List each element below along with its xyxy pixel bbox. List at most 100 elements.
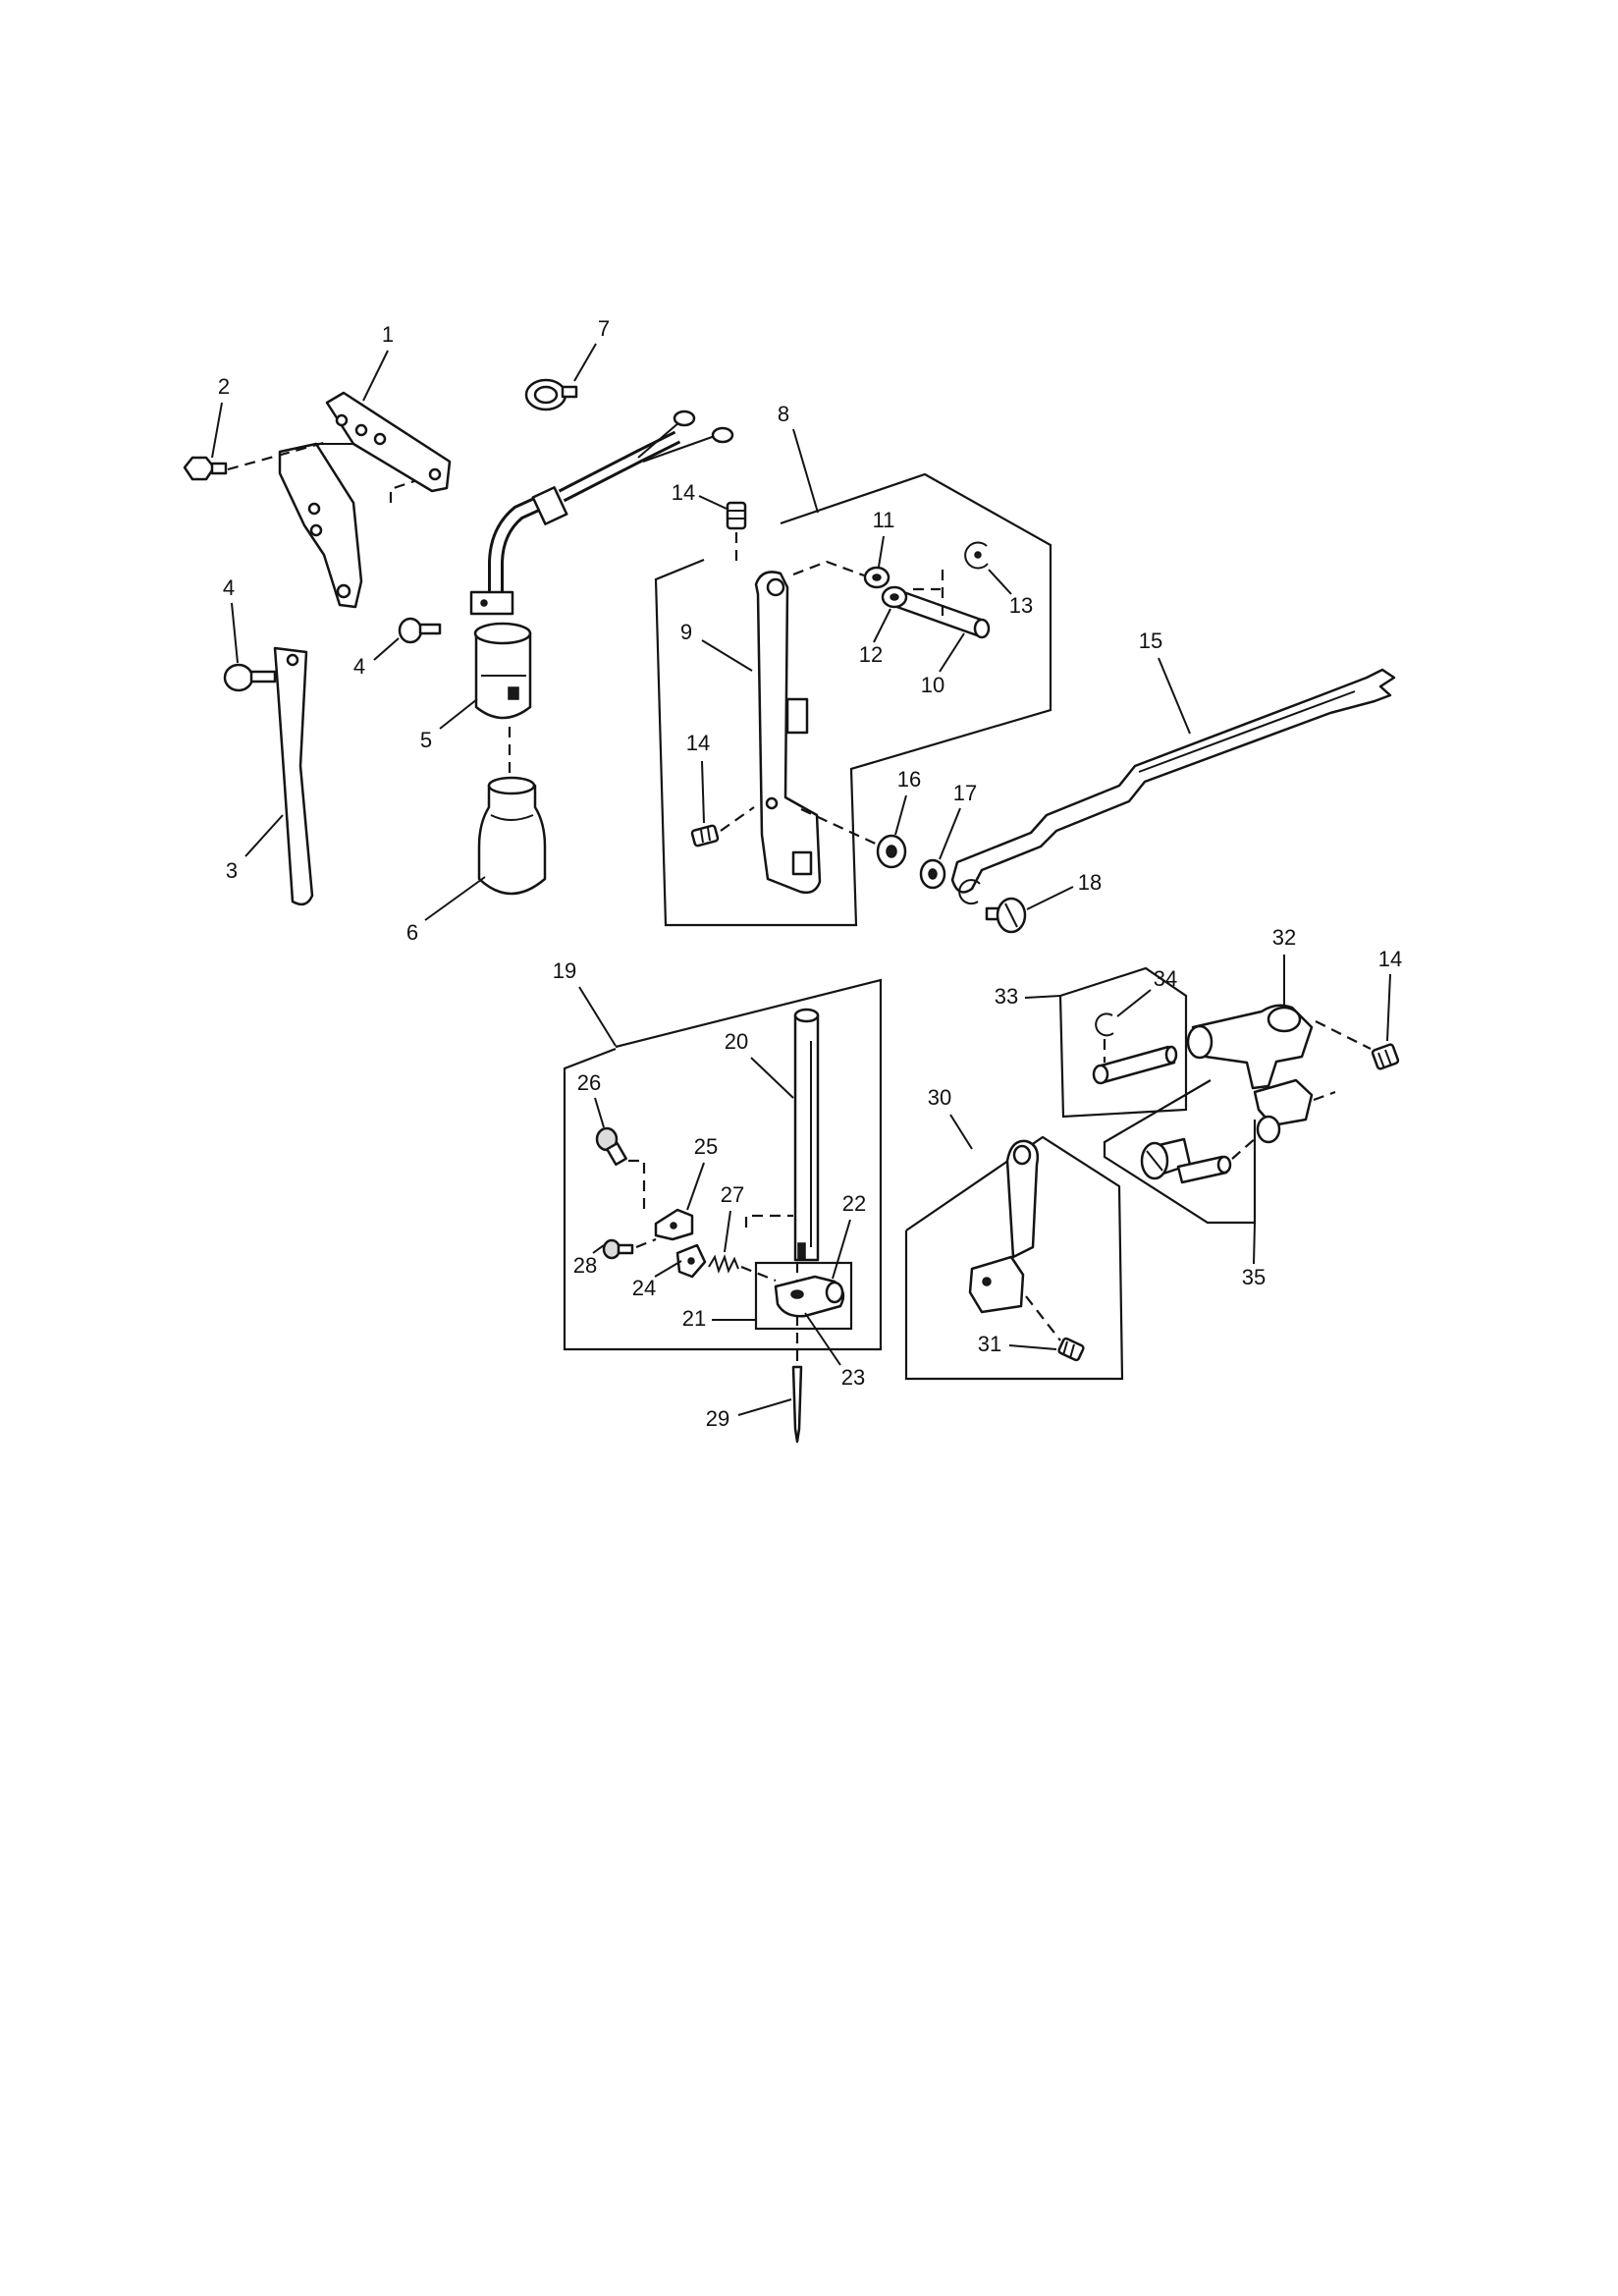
screw-26 bbox=[595, 1126, 646, 1210]
callout-number: 26 bbox=[577, 1070, 601, 1095]
callout-number: 27 bbox=[721, 1182, 744, 1207]
long-lever bbox=[950, 668, 1396, 894]
callout-23: 23 bbox=[804, 1312, 865, 1390]
callout-4-right: 4 bbox=[353, 637, 400, 679]
washer-17 bbox=[919, 858, 981, 905]
callout-number: 4 bbox=[223, 575, 235, 600]
assembly-frame-19 bbox=[563, 978, 883, 1351]
callout-number: 7 bbox=[598, 316, 610, 341]
callout-1: 1 bbox=[362, 322, 394, 402]
callout-7: 7 bbox=[573, 316, 610, 382]
callout-8: 8 bbox=[778, 402, 819, 514]
needle-clamp bbox=[774, 1275, 845, 1318]
washer-11 bbox=[863, 566, 890, 589]
callout-19: 19 bbox=[553, 958, 617, 1047]
pin-33 bbox=[1092, 1045, 1178, 1085]
thread-guide-24 bbox=[675, 1243, 707, 1279]
callout-number: 31 bbox=[978, 1332, 1001, 1356]
callout-27: 27 bbox=[721, 1182, 744, 1253]
set-screw-middle bbox=[690, 806, 755, 847]
callout-24: 24 bbox=[632, 1260, 682, 1300]
callout-number: 18 bbox=[1078, 870, 1102, 895]
set-screw-right bbox=[1371, 1043, 1400, 1070]
callout-number: 10 bbox=[921, 673, 944, 697]
callout-number: 32 bbox=[1272, 925, 1296, 950]
callout-number: 13 bbox=[1009, 593, 1033, 618]
callout-14-middle: 14 bbox=[686, 731, 710, 824]
guide-bar bbox=[754, 560, 883, 895]
callout-33: 33 bbox=[995, 984, 1061, 1009]
callout-26: 26 bbox=[577, 1070, 605, 1128]
callout-11: 11 bbox=[873, 508, 895, 568]
callout-14-top: 14 bbox=[672, 480, 728, 510]
callout-number: 2 bbox=[218, 374, 230, 399]
callout-17: 17 bbox=[939, 781, 977, 860]
callout-number: 14 bbox=[672, 480, 695, 505]
callout-6: 6 bbox=[406, 876, 486, 945]
callout-16: 16 bbox=[894, 767, 921, 836]
assembly-frame-8 bbox=[654, 472, 1052, 927]
callout-number: 24 bbox=[632, 1276, 656, 1300]
washer-12 bbox=[881, 585, 908, 609]
callout-20: 20 bbox=[725, 1029, 794, 1099]
callout-number: 28 bbox=[573, 1253, 597, 1278]
cord-clamp bbox=[524, 378, 578, 411]
callout-number: 17 bbox=[953, 781, 977, 805]
assembly-frame-33 bbox=[1058, 966, 1188, 1119]
callout-number: 20 bbox=[725, 1029, 748, 1054]
callout-30: 30 bbox=[928, 1085, 973, 1150]
callout-number: 15 bbox=[1139, 629, 1162, 653]
callout-9: 9 bbox=[680, 620, 753, 672]
callout-35: 35 bbox=[1242, 1222, 1266, 1289]
callout-number: 22 bbox=[842, 1191, 866, 1216]
callout-number: 19 bbox=[553, 958, 576, 983]
callout-number: 21 bbox=[682, 1306, 706, 1331]
callout-number: 4 bbox=[353, 654, 365, 679]
callout-number: 33 bbox=[995, 984, 1018, 1009]
callout-number: 35 bbox=[1242, 1265, 1266, 1289]
needle bbox=[791, 1365, 803, 1444]
callout-number: 29 bbox=[706, 1406, 729, 1431]
knob-screw-left bbox=[223, 663, 277, 692]
callout-number: 9 bbox=[680, 620, 692, 644]
thread-guide-25 bbox=[654, 1208, 694, 1241]
callout-number: 1 bbox=[382, 322, 394, 347]
thread-take-up-guide bbox=[968, 1139, 1061, 1341]
callout-31: 31 bbox=[978, 1332, 1057, 1356]
callout-29: 29 bbox=[706, 1398, 792, 1431]
callout-number: 14 bbox=[1378, 947, 1402, 971]
callout-number: 34 bbox=[1154, 966, 1177, 991]
callout-10: 10 bbox=[921, 632, 965, 697]
callout-14-right: 14 bbox=[1378, 947, 1402, 1042]
callout-15: 15 bbox=[1139, 629, 1191, 735]
bulb bbox=[477, 776, 547, 896]
callout-number: 23 bbox=[841, 1365, 865, 1390]
callout-34: 34 bbox=[1116, 966, 1177, 1017]
lever-crank-32 bbox=[1186, 1004, 1372, 1144]
lamp-socket bbox=[469, 410, 734, 776]
e-ring-34 bbox=[1095, 1012, 1114, 1063]
callout-number: 14 bbox=[686, 731, 710, 755]
set-screw-31 bbox=[1057, 1337, 1085, 1362]
callout-13: 13 bbox=[988, 569, 1033, 618]
callout-number: 12 bbox=[859, 642, 883, 667]
callout-number: 6 bbox=[406, 920, 418, 945]
lever-arm bbox=[273, 646, 314, 906]
callout-18: 18 bbox=[1026, 870, 1102, 910]
callout-28: 28 bbox=[573, 1244, 605, 1278]
shoulder-screw bbox=[985, 897, 1027, 934]
bushing bbox=[876, 834, 907, 869]
spring bbox=[708, 1254, 777, 1283]
callout-number: 11 bbox=[873, 508, 895, 532]
assembly-frame-21 bbox=[754, 1261, 853, 1331]
callout-number: 16 bbox=[897, 767, 921, 792]
callout-3: 3 bbox=[226, 814, 284, 883]
callout-number: 25 bbox=[694, 1134, 718, 1159]
bracket-plate bbox=[278, 391, 452, 609]
callout-25: 25 bbox=[686, 1134, 718, 1211]
e-clip-13 bbox=[964, 541, 989, 570]
needle-bar bbox=[744, 1008, 820, 1367]
assembly-frame-35 bbox=[1103, 1079, 1257, 1225]
screw-28 bbox=[602, 1237, 657, 1260]
